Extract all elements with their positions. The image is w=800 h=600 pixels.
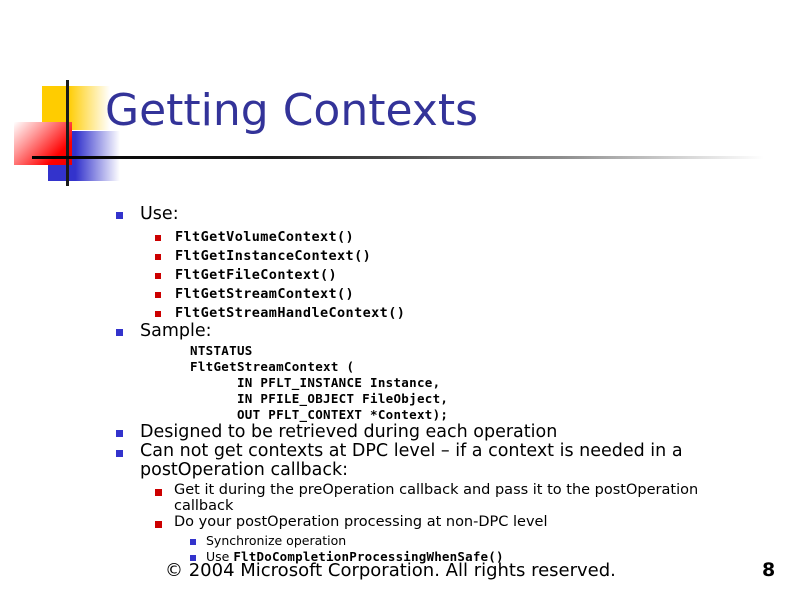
sub-bullet-label: Do your postOperation processing at non-… [174,514,548,530]
api-name: FltGetInstanceContext() [175,248,372,264]
title-underline-rule [32,156,764,159]
bullet-sample-label: Sample: [140,321,212,341]
bullet-marker-red-icon [155,292,161,298]
code-line-1: FltGetStreamContext ( [190,359,355,374]
page-number: 8 [762,559,776,581]
code-line-4: OUT PFLT_CONTEXT *Context); [190,407,449,422]
bullet-marker-blue-icon [190,555,196,561]
bullet-marker-blue-icon [116,430,123,437]
code-line-3: IN PFILE_OBJECT FileObject, [190,391,449,406]
slide-title: Getting Contexts [105,85,478,136]
api-name: FltGetStreamHandleContext() [175,305,406,321]
sub-sub-bullet-label: Use FltDoCompletionProcessingWhenSafe() [206,549,504,564]
bullet-designed-label: Designed to be retrieved during each ope… [140,422,558,442]
sub-sub-bullet-label: Synchronize operation [206,533,347,548]
bullet-marker-red-icon [155,489,162,496]
api-name: FltGetVolumeContext() [175,229,355,245]
code-line-0: NTSTATUS [190,343,253,358]
bullet-use-label: Use: [140,204,179,224]
bullet-marker-red-icon [155,254,161,260]
bullet-marker-blue-icon [116,450,123,457]
copyright-footer: © 2004 Microsoft Corporation. All rights… [165,560,616,581]
bullet-marker-blue-icon [190,539,196,545]
api-name: FltGetStreamContext() [175,286,355,302]
bullet-marker-red-icon [155,273,161,279]
bullet-dpc-label: Can not get contexts at DPC level – if a… [140,441,683,480]
bullet-marker-red-icon [155,521,162,528]
code-line-2: IN PFLT_INSTANCE Instance, [190,375,441,390]
bullet-marker-blue-icon [116,212,123,219]
bullet-marker-red-icon [155,235,161,241]
sub-sub-bullet-code: FltDoCompletionProcessingWhenSafe() [233,549,504,564]
bullet-marker-blue-icon [116,329,123,336]
bullet-marker-red-icon [155,311,161,317]
api-name: FltGetFileContext() [175,267,338,283]
sub-sub-bullet-prefix: Use [206,549,234,564]
sub-bullet-label: Get it during the preOperation callback … [174,482,699,514]
logo-vertical-line [66,80,69,186]
